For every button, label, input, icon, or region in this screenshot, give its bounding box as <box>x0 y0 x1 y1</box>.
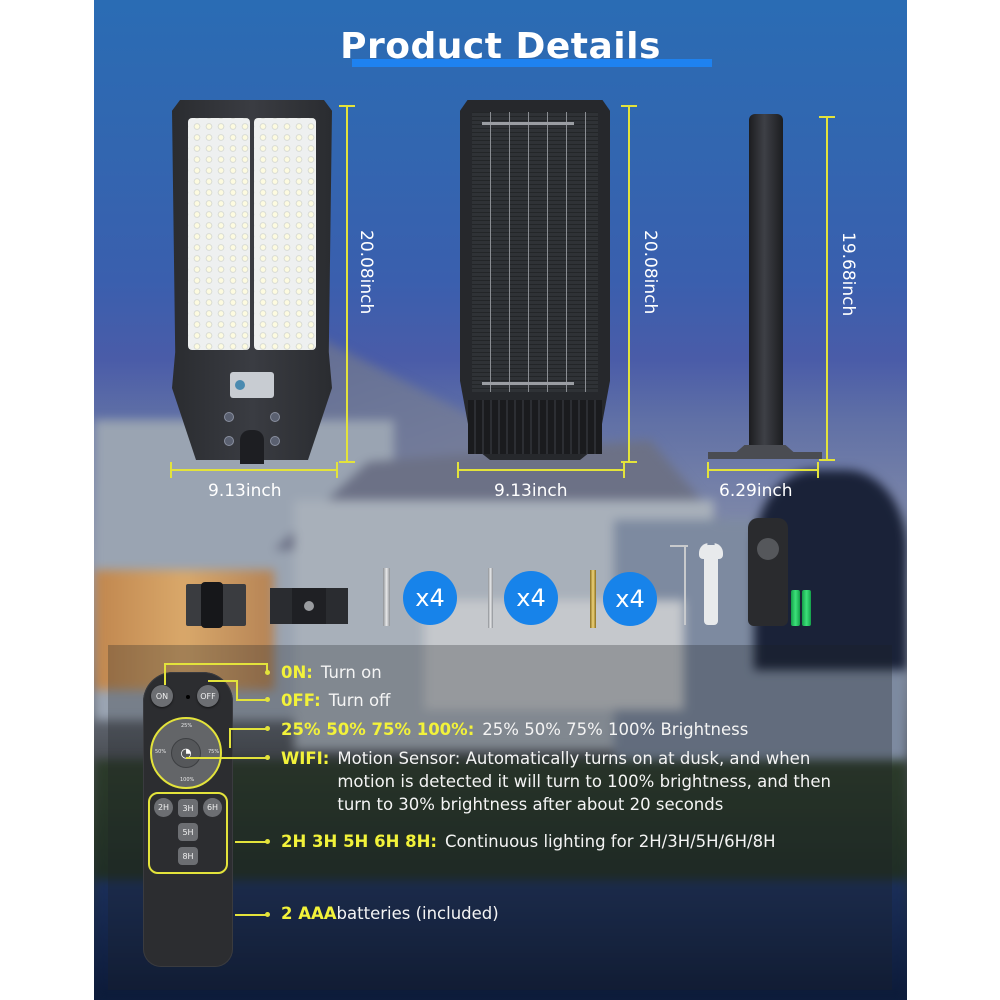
callout-line-on <box>266 663 268 673</box>
bolt-count-badge: x4 <box>504 571 558 625</box>
mounting-hinge-image <box>186 582 246 628</box>
screw-image <box>383 568 390 626</box>
battery-icon <box>802 590 811 626</box>
anchor-count-badge: x4 <box>603 572 657 626</box>
timer-8h-button[interactable]: 8H <box>178 847 198 865</box>
lamp-back-height-label: 20.08inch <box>640 230 660 315</box>
callout-dot-off <box>265 697 270 702</box>
callout-dot-wifi <box>265 755 270 760</box>
callout-dot-battery <box>265 912 270 917</box>
product-details-canvas: Product Details 20.08inch 9.13inch 20.08… <box>94 0 907 1000</box>
feature-key: WIFI: <box>281 749 330 768</box>
feature-value: batteries (included) <box>336 904 499 923</box>
callout-line-off <box>236 680 238 700</box>
timer-2h-button[interactable]: 2H <box>154 798 173 817</box>
screw-count-badge: x4 <box>403 571 457 625</box>
callout-line-off <box>236 699 268 701</box>
lamp-sensor-label <box>230 372 274 398</box>
feature-off: 0FF: Turn off <box>281 689 390 712</box>
lamp-back-height-line <box>621 105 637 463</box>
bolt-with-nut-image <box>488 568 493 628</box>
lamp-front-width-line <box>170 462 338 478</box>
dial-label-50: 50% <box>155 749 167 755</box>
feature-value: Turn off <box>328 691 391 710</box>
mounting-plate-image <box>270 588 348 624</box>
feature-batteries: 2 AAAbatteries (included) <box>281 902 499 925</box>
hex-key-icon <box>670 545 688 625</box>
feature-wifi-motion: WIFI: Motion Sensor: Automatically turns… <box>281 747 831 816</box>
callout-dot-on <box>265 670 270 675</box>
pole-width-label: 6.29inch <box>719 481 793 501</box>
remote-explanation-panel <box>108 645 892 990</box>
callout-line-wifi <box>186 757 266 759</box>
battery-icon <box>791 590 800 626</box>
feature-key: 2 AAA <box>281 904 337 923</box>
feature-value: Turn on <box>320 663 382 682</box>
callout-line-battery <box>235 914 266 916</box>
solar-cells <box>472 112 598 392</box>
mounting-pole-image <box>708 110 838 470</box>
feature-on: 0N: Turn on <box>281 661 382 684</box>
dial-label-100: 100% <box>180 777 195 783</box>
callout-line-off <box>208 680 236 682</box>
callout-line-timer <box>235 841 266 843</box>
timer-3h-button[interactable]: 3H <box>178 799 198 817</box>
lamp-front-image <box>172 100 332 464</box>
remote-control-thumbnail <box>748 518 788 626</box>
feature-value-line: Motion Sensor: Automatically turns on at… <box>337 749 811 768</box>
callout-dot-brightness <box>265 726 270 731</box>
title-underline <box>352 59 712 67</box>
feature-value-line: motion is detected it will turn to 100% … <box>337 772 831 791</box>
lamp-front-width-label: 9.13inch <box>208 481 282 501</box>
led-panel-right <box>254 118 316 350</box>
dial-label-75: 75% <box>208 749 220 755</box>
feature-key: 2H 3H 5H 6H 8H: <box>281 832 438 851</box>
callout-line-on <box>164 663 266 665</box>
lamp-back-width-label: 9.13inch <box>494 481 568 501</box>
feature-value-line: turn to 30% brightness after about 20 se… <box>337 795 724 814</box>
feature-timer: 2H 3H 5H 6H 8H: Continuous lighting for 2… <box>281 830 776 853</box>
callout-dot-timer <box>265 839 270 844</box>
timer-6h-button[interactable]: 6H <box>203 798 222 817</box>
brightness-dial[interactable]: 25% 50% 75% 100% ◔ <box>150 717 222 789</box>
pole-width-line <box>707 462 819 478</box>
callout-line-brightness <box>229 728 231 748</box>
timer-buttons-group: 2H 3H 6H 5H 8H <box>148 792 228 874</box>
pole-height-label: 19.68inch <box>838 232 858 317</box>
remote-control-diagram: ON OFF 25% 50% 75% 100% ◔ 2H 3H 6H 5H 8H <box>143 672 233 967</box>
led-panel-left <box>188 118 250 350</box>
expansion-anchor-image <box>590 570 596 628</box>
remote-off-button[interactable]: OFF <box>197 685 219 707</box>
wifi-icon: ◔ <box>180 745 192 761</box>
feature-value: 25% 50% 75% 100% Brightness <box>482 720 749 739</box>
lamp-back-width-line <box>457 462 625 478</box>
feature-key: 25% 50% 75% 100%: <box>281 720 475 739</box>
feature-key: 0FF: <box>281 691 321 710</box>
lamp-front-height-line <box>339 105 355 463</box>
callout-line-brightness <box>229 728 267 730</box>
feature-brightness: 25% 50% 75% 100%: 25% 50% 75% 100% Bright… <box>281 718 748 741</box>
feature-key: 0N: <box>281 663 313 682</box>
lamp-back-solar-image <box>460 100 610 460</box>
remote-on-button[interactable]: ON <box>151 685 173 707</box>
remote-ir-dot <box>186 695 190 699</box>
pole-height-line <box>819 116 835 461</box>
timer-5h-button[interactable]: 5H <box>178 823 198 841</box>
feature-value: Continuous lighting for 2H/3H/5H/6H/8H <box>445 832 776 851</box>
wifi-motion-button[interactable]: ◔ <box>171 738 201 768</box>
wrench-icon <box>704 545 718 625</box>
callout-line-on <box>164 663 166 685</box>
lamp-front-height-label: 20.08inch <box>356 230 376 315</box>
dial-label-25: 25% <box>181 723 193 729</box>
page-title: Product Details <box>340 26 661 67</box>
